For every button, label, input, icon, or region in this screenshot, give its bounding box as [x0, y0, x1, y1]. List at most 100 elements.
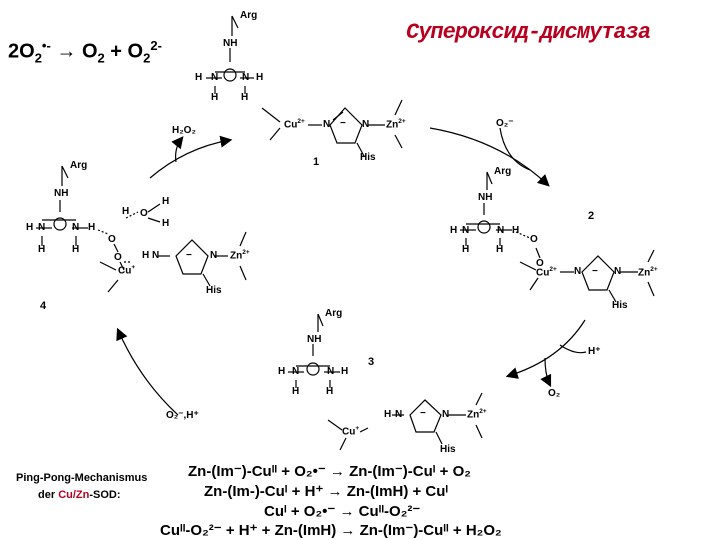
- label-n: N: [462, 225, 470, 236]
- cu-im-zn-complex-2: [519, 249, 655, 303]
- label-o2-minus: O₂⁻: [496, 118, 514, 129]
- label-h: H: [512, 225, 520, 236]
- minus-sign: −: [592, 266, 598, 277]
- label-zn2: Zn2+: [386, 118, 406, 131]
- im-zn-complex-3: [392, 392, 483, 445]
- arrow-4-to-1: [149, 135, 233, 179]
- step-3: 3: [368, 356, 375, 368]
- label-h: H: [384, 409, 392, 420]
- label-arg: Arg: [240, 10, 258, 21]
- label-h: H: [142, 250, 150, 261]
- label-o2: O₂: [548, 388, 561, 399]
- label-o: O: [530, 234, 538, 245]
- label-nh: NH: [223, 38, 238, 49]
- arrow-3-to-4: [116, 327, 179, 416]
- label-h: H: [162, 196, 170, 207]
- equation-3: Cuᴵ + O₂•⁻ → Cuᴵᴵ-O₂²⁻: [264, 503, 421, 520]
- label-h: H: [88, 222, 96, 233]
- label-h: H: [122, 206, 130, 217]
- label-n: N: [38, 222, 46, 233]
- caption-line2: der Cu/Zn-SOD:: [38, 489, 121, 501]
- label-h: H: [341, 366, 349, 377]
- arrow-2-to-3: [505, 319, 586, 379]
- label-n: N: [497, 225, 505, 236]
- arginine-guanidinium-3: [288, 313, 340, 388]
- cu-im-zn-complex-1: [261, 99, 403, 157]
- label-h: H: [72, 244, 80, 255]
- arginine-guanidinium-2: [460, 171, 541, 259]
- label-h: H: [195, 72, 203, 83]
- label-nh: NH: [54, 188, 69, 199]
- label-cu2: Cu2+: [536, 266, 557, 279]
- label-o2-minus-hplus: O₂⁻,H⁺: [166, 410, 199, 421]
- label-n: N: [292, 366, 300, 377]
- slide-title: Супероксид-дисмутаза: [406, 20, 651, 45]
- label-n: N: [152, 250, 160, 261]
- cu-plus-3: [327, 419, 369, 451]
- label-o: O: [536, 258, 544, 269]
- label-n: N: [574, 266, 582, 277]
- label-his: His: [360, 152, 376, 163]
- minus-sign: −: [420, 408, 426, 419]
- caption-line1: Ping-Pong-Mechanismus: [16, 472, 148, 484]
- minus-sign: −: [186, 250, 192, 261]
- label-o: O: [108, 234, 116, 245]
- label-n: N: [210, 250, 218, 261]
- caption: Ping-Pong-Mechanismus der Cu/Zn-SOD:: [16, 470, 147, 504]
- label-n: N: [72, 222, 80, 233]
- label-h: H: [211, 92, 219, 103]
- label-nh: NH: [307, 334, 322, 345]
- step-4: 4: [40, 300, 47, 312]
- h2o2-out-branch: [171, 136, 184, 163]
- arginine-guanidinium-4: [36, 165, 161, 271]
- label-h: H: [326, 386, 334, 397]
- o2-minus-in-1: [499, 127, 531, 171]
- label-arg: Arg: [325, 308, 343, 319]
- label-n: N: [614, 266, 622, 277]
- label-his: His: [206, 285, 222, 296]
- caption-accent: Cu/Zn: [58, 489, 90, 501]
- label-h: H: [256, 72, 264, 83]
- label-n: N: [242, 72, 250, 83]
- label-his: His: [440, 444, 456, 455]
- label-cu1: Cu+: [118, 264, 136, 277]
- label-h: H: [450, 225, 458, 236]
- label-cu2: Cu2+: [284, 118, 305, 131]
- cu-im-zn-complex-4: [99, 231, 247, 293]
- label-h: H: [462, 244, 470, 255]
- label-hplus: H⁺: [588, 346, 601, 357]
- equation-1: Zn-(Im⁻)-Cuᴵᴵ + O₂•⁻ → Zn-(Im⁻)-Cuᴵ + O₂: [188, 463, 471, 480]
- label-n: N: [362, 119, 370, 130]
- label-h: H: [278, 366, 286, 377]
- hplus-branch: [559, 344, 587, 354]
- label-n: N: [442, 409, 450, 420]
- step-1: 1: [313, 156, 320, 168]
- label-zn2: Zn2+: [230, 249, 250, 262]
- label-arg: Arg: [70, 160, 88, 171]
- top-equation: 2O2•- → O2 + O22-: [8, 38, 162, 66]
- o2-out-branch: [540, 357, 552, 388]
- label-o: O: [114, 252, 122, 263]
- label-h: H: [162, 218, 170, 229]
- label-arg: Arg: [494, 166, 512, 177]
- label-his: His: [612, 300, 628, 311]
- arrow-1-to-2: [429, 127, 550, 187]
- label-n: N: [395, 409, 403, 420]
- minus-sign: −: [340, 118, 346, 129]
- label-n: N: [323, 119, 331, 130]
- label-h: H: [496, 244, 504, 255]
- equation-2: Zn-(Im-)-Cuᴵ + H⁺ → Zn-(ImH) + Cuᴵ: [204, 483, 449, 500]
- arginine-guanidinium-top: [206, 15, 254, 94]
- label-nh: NH: [478, 192, 493, 203]
- label-zn2: Zn2+: [467, 408, 487, 421]
- equation-4: Cuᴵᴵ-O₂²⁻ + H⁺ + Zn-(ImH) → Zn-(Im⁻)-Cuᴵ…: [160, 522, 502, 539]
- step-2: 2: [588, 210, 595, 222]
- label-h: H: [241, 92, 249, 103]
- label-n: N: [211, 72, 219, 83]
- label-h2o2: H₂O₂: [172, 125, 196, 136]
- label-cu1: Cu+: [342, 425, 360, 438]
- label-zn2: Zn2+: [638, 266, 658, 279]
- label-o: O: [140, 208, 148, 219]
